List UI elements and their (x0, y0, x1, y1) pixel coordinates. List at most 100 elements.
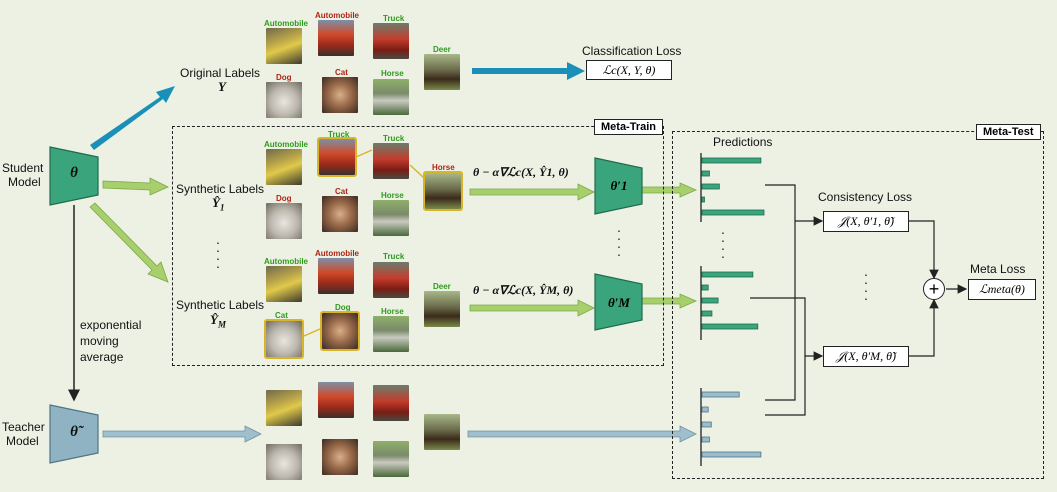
tag: Automobile (264, 140, 308, 149)
prediction-bar (701, 391, 740, 398)
tag: Horse (381, 307, 404, 316)
theta1-label: θ′1 (610, 178, 628, 193)
tag: Dog (276, 73, 292, 82)
arrow-images-to-teacher-predictions (467, 425, 697, 443)
tag: Truck (328, 130, 350, 139)
image-dog (266, 444, 302, 480)
tag: Horse (432, 163, 455, 172)
prediction-bar (701, 157, 762, 164)
tag: Automobile (264, 257, 308, 266)
meta-test-title: Meta-Test (976, 124, 1041, 140)
teacher-theta: θ̃ (70, 424, 78, 440)
image-truck (373, 23, 409, 59)
sum-operator: + (923, 278, 945, 300)
arrow-to-theta1 (469, 183, 595, 201)
arrow-theta1-to-predictions (641, 182, 697, 198)
prediction-bar (701, 271, 754, 278)
arrow-student-to-syntheticM (89, 202, 169, 283)
prediction-bar (701, 406, 709, 413)
consistency-box-1: 𝒥(X, θ′1, θ̃) (823, 211, 909, 232)
meta-loss-box: ℒmeta(θ) (968, 279, 1036, 300)
tag: Horse (381, 69, 404, 78)
tag: Cat (335, 187, 348, 196)
image-dog-relabeled (264, 319, 304, 359)
prediction-bar (701, 284, 709, 291)
theta1-model-shape (594, 157, 643, 215)
prediction-bar (701, 310, 713, 317)
ema-line3: average (80, 350, 124, 364)
prediction-bar (701, 196, 705, 203)
teacher-label-line2: Model (6, 434, 39, 448)
image-horse (373, 79, 409, 115)
synthetic1-text: Synthetic Labels (176, 182, 265, 196)
arrow-to-thetaM (469, 299, 595, 317)
image-dog (266, 203, 302, 239)
image-cat-relabeled (320, 311, 360, 351)
prediction-bar (701, 209, 765, 216)
vertical-ellipsis: ···· (215, 234, 221, 274)
vertical-ellipsis: ···· (720, 224, 726, 264)
arrow-teacher-to-images (102, 425, 262, 443)
original-labels-symbol: Y (218, 79, 226, 94)
student-model-shape (49, 146, 99, 206)
tag: Cat (335, 68, 348, 77)
image-truck (318, 258, 354, 294)
meta-train-title: Meta-Train (594, 119, 664, 135)
prediction-bar (701, 183, 720, 190)
image-cat (322, 196, 358, 232)
image-horse (373, 441, 409, 477)
image-dog (266, 82, 302, 118)
arrow-student-to-original (90, 86, 175, 150)
consistency-loss-title: Consistency Loss (818, 190, 913, 204)
tag: Automobile (315, 11, 359, 20)
meta-test-region (672, 131, 1044, 479)
tag: Horse (381, 191, 404, 200)
image-truck (373, 385, 409, 421)
image-automobile (266, 266, 302, 302)
tag: Truck (383, 14, 405, 23)
student-label-line1: Student (2, 161, 44, 175)
predictions-label: Predictions (713, 135, 773, 149)
image-truck-relabeled (317, 137, 357, 177)
tag: Automobile (315, 249, 359, 258)
vertical-ellipsis: ···· (616, 222, 622, 262)
image-truck (318, 20, 354, 56)
image-truck (373, 262, 409, 298)
teacher-label-line1: Teacher (2, 420, 45, 434)
synthetic1-symbol: Ŷ1 (212, 195, 225, 213)
consistency-wiring (750, 184, 968, 416)
image-deer-relabeled (423, 171, 463, 211)
consistency-box-M: 𝒥(X, θ′M, θ̃) (823, 346, 909, 367)
image-truck (318, 382, 354, 418)
label-swap-arrows (303, 149, 425, 337)
tag: Deer (433, 45, 451, 54)
arrow-to-classification-loss (472, 62, 585, 80)
ema-line2: moving (80, 334, 119, 348)
syntheticM-symbol: ŶM (210, 312, 226, 330)
update-formula-M: θ − α∇ℒc(X, ŶM, θ) (473, 283, 574, 297)
meta-loss-title: Meta Loss (970, 262, 1026, 276)
tag: Dog (335, 303, 351, 312)
ema-line1: exponential (80, 318, 142, 332)
prediction-bar (701, 297, 719, 304)
classification-loss-title: Classification Loss (582, 44, 682, 58)
prediction-bar (701, 451, 762, 458)
update-formula-1: θ − α∇ℒc(X, Ŷ1, θ) (473, 165, 569, 179)
tag: Truck (383, 252, 405, 261)
image-cat (322, 77, 358, 113)
prediction-bar (701, 170, 710, 177)
original-labels-text: Original Labels (180, 66, 261, 80)
tag: Truck (383, 134, 405, 143)
image-deer (424, 291, 460, 327)
arrow-thetaM-to-predictions (641, 293, 697, 309)
prediction-bars (701, 157, 765, 458)
image-deer (424, 414, 460, 450)
image-horse (373, 200, 409, 236)
teacher-model-shape (49, 404, 99, 464)
classification-loss-box: ℒc(X, Y, θ) (586, 60, 672, 80)
prediction-bar (701, 421, 712, 428)
arrow-student-to-synthetic1 (102, 177, 169, 196)
tag: Dog (276, 194, 292, 203)
tag: Deer (433, 282, 451, 291)
image-truck (373, 143, 409, 179)
